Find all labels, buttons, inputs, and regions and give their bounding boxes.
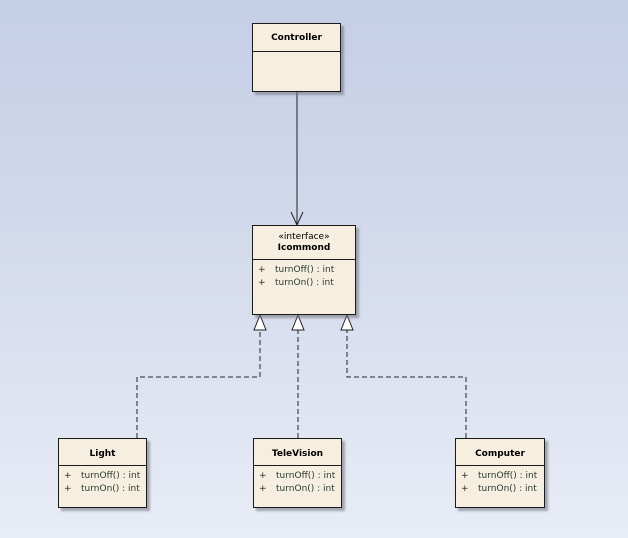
- operations-compartment: + turnOff() : int + turnOn() : int: [59, 466, 146, 496]
- class-name: Light: [89, 449, 116, 459]
- class-light-header: Light: [59, 439, 146, 466]
- visibility-marker: +: [259, 471, 267, 481]
- visibility-marker: +: [64, 484, 72, 494]
- realization-line-computer[interactable]: [346, 330, 467, 438]
- stereotype-label: «interface»: [278, 232, 330, 242]
- realization-arrowhead-light: [253, 313, 267, 331]
- operation-row[interactable]: + turnOn() : int: [64, 483, 146, 496]
- realization-line-light[interactable]: [136, 330, 261, 438]
- operation-signature: turnOff() : int: [81, 471, 141, 481]
- realization-arrowhead-television: [291, 313, 305, 331]
- interface-icommond[interactable]: «interface» Icommond + turnOff() : int + t…: [252, 225, 356, 315]
- class-computer[interactable]: Computer + turnOff() : int + turnOn() : in…: [455, 438, 545, 508]
- operation-signature: turnOn() : int: [478, 484, 537, 494]
- visibility-marker: +: [259, 484, 267, 494]
- class-name: TeleVision: [271, 449, 324, 459]
- visibility-marker: +: [258, 265, 266, 275]
- visibility-marker: +: [64, 471, 72, 481]
- operation-row[interactable]: + turnOff() : int: [259, 470, 341, 483]
- class-name: Controller: [271, 33, 322, 43]
- class-controller-header: Controller: [253, 24, 340, 52]
- operations-compartment: + turnOff() : int + turnOn() : int: [253, 260, 355, 290]
- operation-row[interactable]: + turnOn() : int: [461, 483, 544, 496]
- class-name: Computer: [475, 449, 525, 459]
- operation-signature: turnOn() : int: [275, 278, 334, 288]
- interface-icommond-header: «interface» Icommond: [253, 226, 355, 260]
- operations-compartment: + turnOff() : int + turnOn() : int: [254, 466, 341, 496]
- operation-row[interactable]: + turnOff() : int: [461, 470, 544, 483]
- operation-row[interactable]: + turnOn() : int: [258, 277, 355, 290]
- operation-signature: turnOn() : int: [81, 484, 140, 494]
- operation-row[interactable]: + turnOn() : int: [259, 483, 341, 496]
- operation-signature: turnOn() : int: [276, 484, 335, 494]
- visibility-marker: +: [258, 278, 266, 288]
- operation-signature: turnOff() : int: [275, 265, 335, 275]
- class-television[interactable]: TeleVision + turnOff() : int + turnOn() : …: [253, 438, 342, 508]
- class-television-header: TeleVision: [254, 439, 341, 466]
- visibility-marker: +: [461, 471, 469, 481]
- class-light[interactable]: Light + turnOff() : int + turnOn() : int: [58, 438, 147, 508]
- class-computer-header: Computer: [456, 439, 544, 466]
- operation-signature: turnOff() : int: [478, 471, 538, 481]
- class-name: Icommond: [277, 243, 331, 253]
- visibility-marker: +: [461, 484, 469, 494]
- operation-row[interactable]: + turnOff() : int: [258, 264, 355, 277]
- realization-arrowhead-computer: [340, 313, 354, 331]
- operation-row[interactable]: + turnOff() : int: [64, 470, 146, 483]
- operation-signature: turnOff() : int: [276, 471, 336, 481]
- operations-compartment: + turnOff() : int + turnOn() : int: [456, 466, 544, 496]
- class-controller[interactable]: Controller: [252, 23, 341, 92]
